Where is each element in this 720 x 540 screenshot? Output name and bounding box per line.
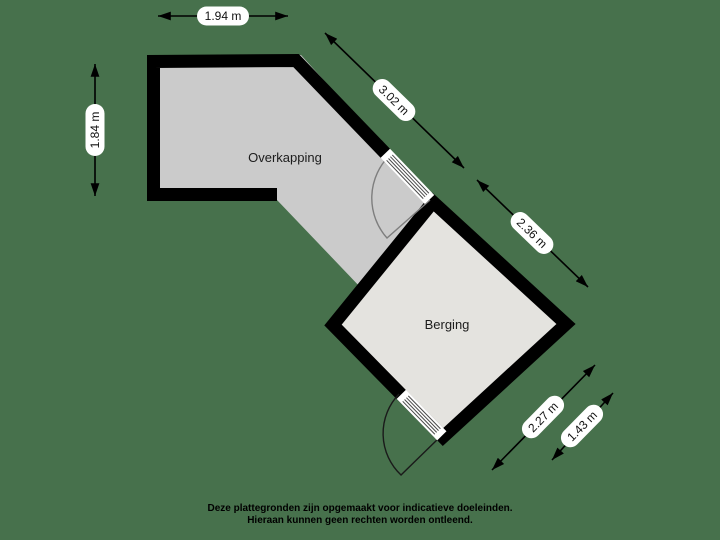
dimension-label-pill [372, 78, 416, 122]
room-label-berging: Berging [425, 317, 470, 332]
footer-line-2: Hieraan kunnen geen rechten worden ontle… [247, 515, 473, 526]
dimension-label-pill [85, 104, 105, 156]
dimension-label-pill [197, 6, 249, 26]
dimension-label: 1.84 m [88, 112, 102, 149]
door-leaf-line [402, 400, 436, 435]
door-leaf-line [404, 399, 438, 433]
door-leaf [396, 389, 447, 441]
room-label-overkapping: Overkapping [248, 150, 322, 165]
door-swing-arc [382, 393, 442, 476]
overkapping-floor [147, 55, 434, 289]
door-leaf-line [406, 397, 439, 431]
dimension-label-pill [510, 212, 554, 254]
dimension-label-pill [560, 404, 604, 448]
dimension-top-width: 1.94 m [158, 6, 288, 26]
door-berging-exterior [382, 389, 447, 476]
footer-disclaimer: Deze plattegronden zijn opgemaakt voor i… [207, 503, 512, 526]
dimension-diagonal-wall: 3.02 m [324, 32, 465, 169]
dimension-label: 1.94 m [205, 9, 242, 23]
door-leaf-line [407, 395, 441, 430]
footer-line-1: Deze plattegronden zijn opgemaakt voor i… [207, 503, 512, 514]
dimension-left-height: 1.84 m [85, 64, 105, 196]
